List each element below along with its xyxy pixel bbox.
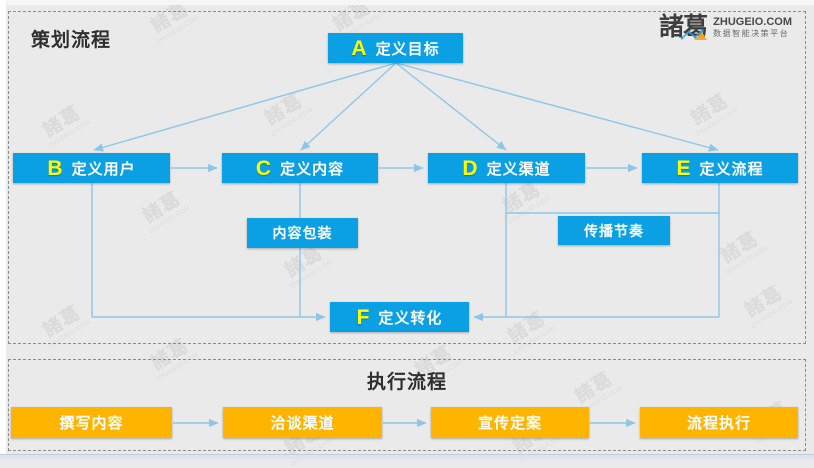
zhuge-logo-domain: ZHUGEIO.COM <box>713 15 792 28</box>
page-top-edge <box>0 0 814 5</box>
flow-node-define-channels: D 定义渠道 <box>428 153 585 183</box>
planning-section-title: 策划流程 <box>31 30 112 51</box>
node-letter: A <box>351 36 368 60</box>
node-label: 定义目标 <box>375 40 440 58</box>
node-letter: E <box>676 156 692 180</box>
step-label: 洽谈渠道 <box>270 415 335 432</box>
node-label: 定义内容 <box>280 160 345 178</box>
flow-node-define-goal: A 定义目标 <box>328 33 463 63</box>
node-label: 定义转化 <box>378 309 443 327</box>
node-letter: B <box>47 156 64 180</box>
flow-node-define-content: C 定义内容 <box>222 153 378 183</box>
node-letter: C <box>255 156 273 180</box>
subnode-spread-rhythm: 传播节奏 <box>558 216 670 245</box>
execution-section-title: 执行流程 <box>366 372 447 393</box>
flow-node-define-conversion: F 定义转化 <box>330 302 469 332</box>
zhuge-logo-tagline: 数据智能决策平台 <box>713 28 790 38</box>
execution-step-negotiate-channels: 洽谈渠道 <box>223 407 382 438</box>
zhuge-logo-brand-text: 諸葛 <box>659 15 708 40</box>
subnode-label: 传播节奏 <box>584 222 644 239</box>
node-label: 定义流程 <box>699 160 764 178</box>
execution-step-run-process: 流程执行 <box>640 407 798 438</box>
node-letter: F <box>356 305 371 329</box>
step-label: 宣传定案 <box>477 415 542 432</box>
zhuge-logo-mark-icon <box>681 29 708 40</box>
flow-node-define-users: B 定义用户 <box>13 153 170 183</box>
subnode-label: 内容包装 <box>272 225 333 241</box>
node-label: 定义用户 <box>71 160 136 178</box>
flow-node-define-process: E 定义流程 <box>642 153 798 183</box>
node-letter: D <box>462 156 479 180</box>
node-label: 定义渠道 <box>486 160 551 178</box>
step-label: 流程执行 <box>686 415 751 432</box>
page-left-edge <box>0 0 6 459</box>
step-label: 撰写内容 <box>59 415 124 432</box>
planning-section-border <box>8 11 806 344</box>
window-bottom-edge <box>0 454 814 459</box>
subnode-content-packaging: 内容包装 <box>247 218 358 248</box>
execution-step-write-content: 撰写内容 <box>11 407 172 438</box>
zhuge-logo: 諸葛 ZHUGEIO.COM 数据智能决策平台 <box>659 15 792 40</box>
execution-step-finalize-promotion: 宣传定案 <box>431 407 589 438</box>
execution-section-border <box>8 359 806 451</box>
